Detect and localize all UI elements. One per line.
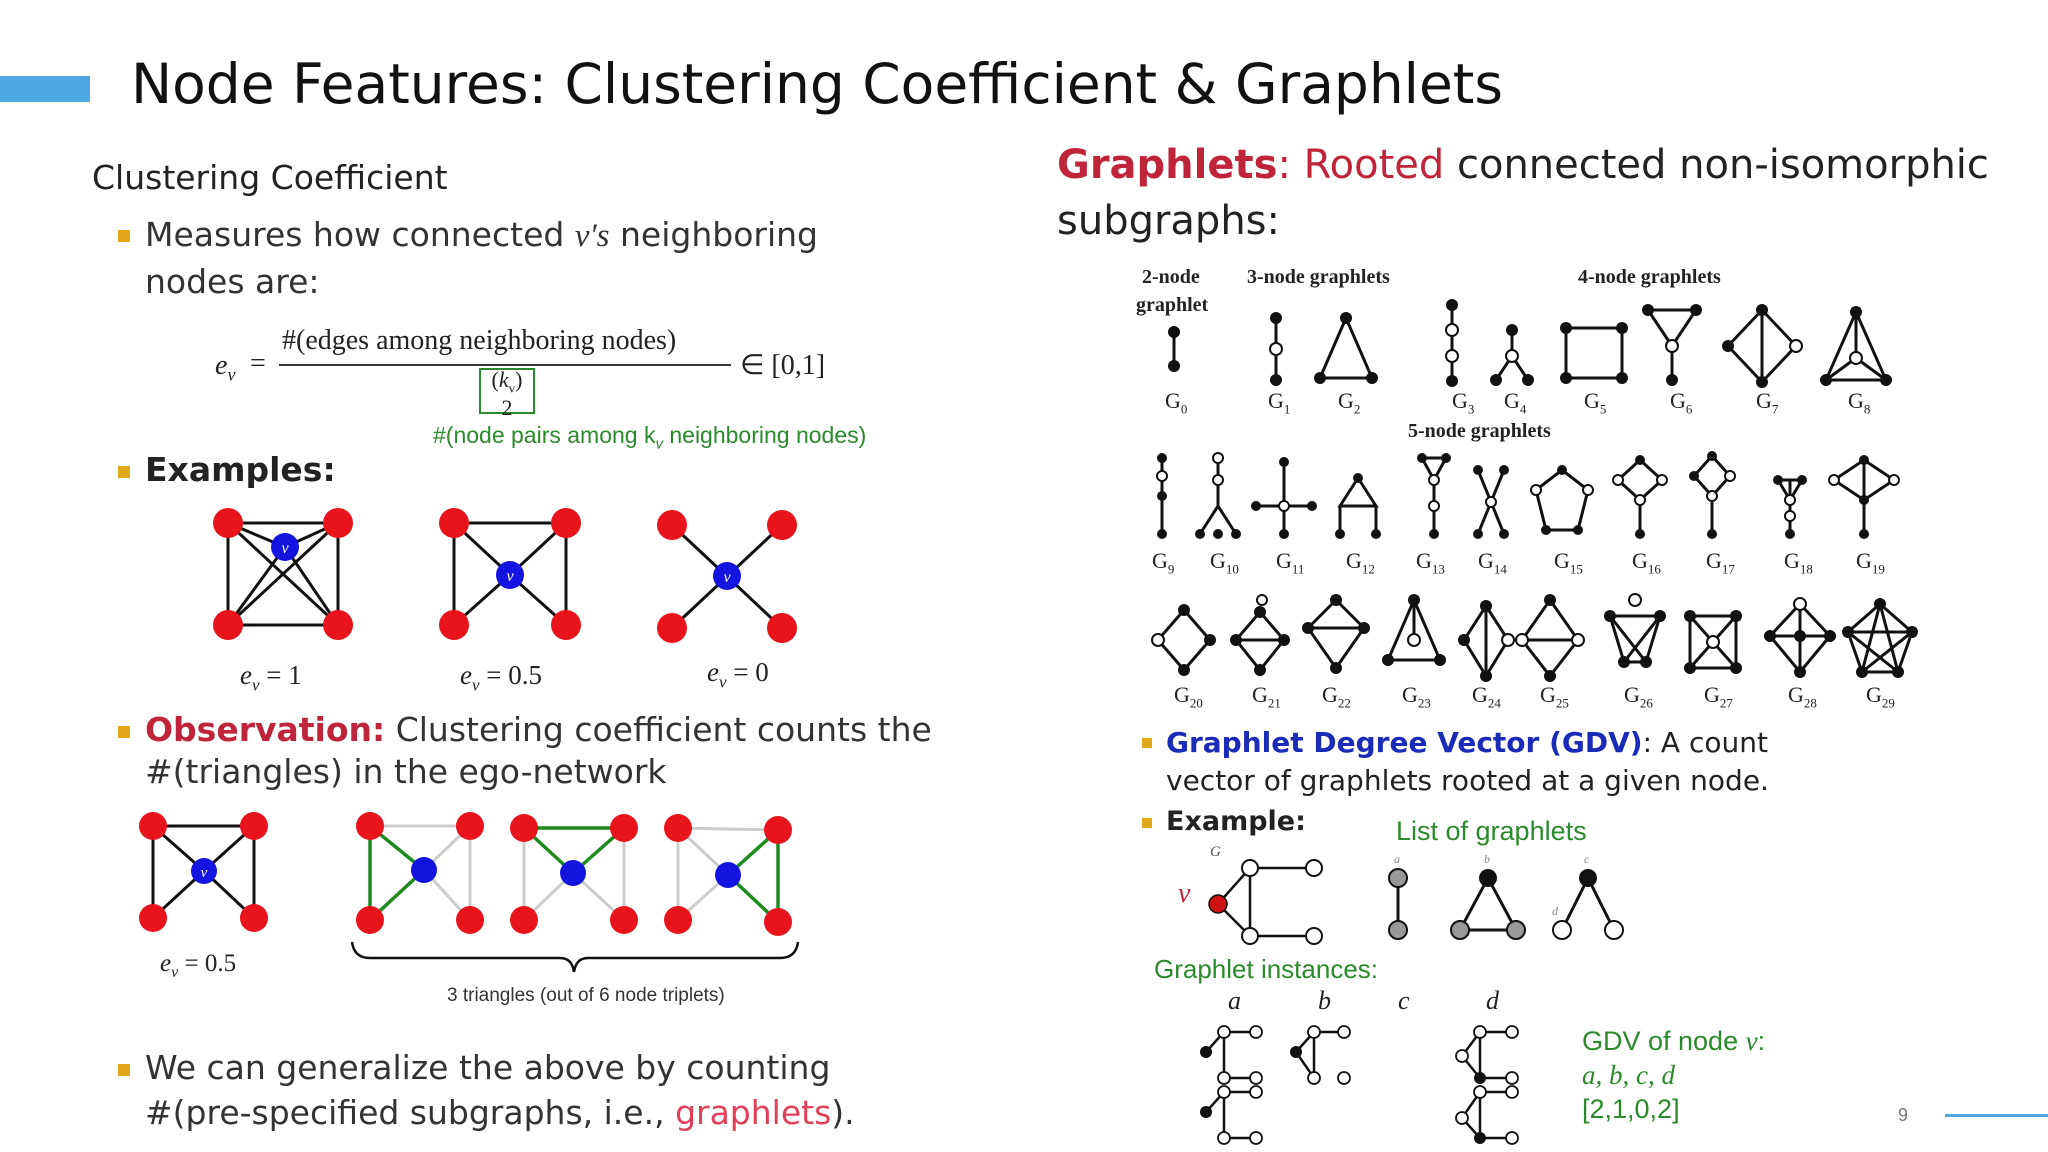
cat-3node: 3-node graphlets <box>1247 266 1390 288</box>
fraction-line <box>279 364 731 366</box>
generalize-text: We can generalize the above by counting <box>145 1048 831 1087</box>
g-label: G11 <box>1276 548 1305 577</box>
generalize-text-cont: #(pre-specified subgraphs, i.e., graphle… <box>145 1093 855 1132</box>
bullet-marker <box>1142 818 1152 828</box>
cat-5node: 5-node graphlets <box>1408 420 1551 442</box>
g-label: G1 <box>1268 388 1291 417</box>
examples-heading: Examples: <box>145 450 336 489</box>
gdv-of-node: GDV of node v: <box>1582 1026 1766 1056</box>
g-label: G19 <box>1856 548 1885 577</box>
g-label: G27 <box>1704 682 1733 711</box>
formula-eq: = <box>250 348 266 379</box>
obs-ev: ev = 0.5 <box>160 950 237 981</box>
instance-letter-a: a <box>1228 986 1241 1015</box>
bullet-marker <box>118 230 130 242</box>
gdv-letters: a, b, c, d <box>1582 1060 1675 1090</box>
svg-text:v: v <box>723 569 731 586</box>
g-label: G3 <box>1452 388 1475 417</box>
instance-letter-c: c <box>1398 986 1410 1015</box>
triangles-caption: 3 triangles (out of 6 node triplets) <box>447 985 725 1006</box>
g-label: G20 <box>1174 682 1203 711</box>
g-label: G7 <box>1756 388 1779 417</box>
svg-text:v: v <box>201 865 208 881</box>
node-v-label: v <box>1178 878 1191 909</box>
formula-numerator: #(edges among neighboring nodes) <box>282 325 677 356</box>
title-accent-bar <box>0 76 90 102</box>
graphlet-letter-b: b <box>1484 852 1490 866</box>
page-number-rule <box>1945 1114 2048 1117</box>
page-number: 9 <box>1898 1105 1909 1125</box>
g-label: G6 <box>1670 388 1693 417</box>
cat-4node: 4-node graphlets <box>1578 266 1721 288</box>
g-label: G29 <box>1866 682 1895 711</box>
svg-text:v: v <box>506 568 514 585</box>
slide-title: Node Features: Clustering Coefficient & … <box>131 52 1504 116</box>
g-label: G25 <box>1540 682 1569 711</box>
g-label: G0 <box>1165 388 1188 417</box>
instance-letter-b: b <box>1318 986 1331 1015</box>
gdv-vector: [2,1,0,2] <box>1582 1094 1680 1124</box>
formula-lhs: ev <box>215 350 236 385</box>
example-label: Example: <box>1166 806 1306 837</box>
graphlets-heading: Graphlets: Rooted connected non-isomorph… <box>1057 142 1989 188</box>
graphlets-heading-cont: subgraphs: <box>1057 198 1280 244</box>
instance-letter-d: d <box>1486 986 1499 1015</box>
observation-text: Observation: Clustering coefficient coun… <box>145 710 932 749</box>
g-label: G13 <box>1416 548 1445 577</box>
bullet-marker <box>1142 738 1152 748</box>
g-label: G12 <box>1346 548 1375 577</box>
g-label: G10 <box>1210 548 1239 577</box>
formula-range: ∈ [0,1] <box>740 350 826 381</box>
g-label: G23 <box>1402 682 1431 711</box>
g-label: G18 <box>1784 548 1813 577</box>
gdv-heading: Graphlet Degree Vector (GDV): A count <box>1166 726 1768 759</box>
g-label: G5 <box>1584 388 1607 417</box>
list-of-graphlets-label: List of graphlets <box>1396 816 1587 846</box>
graph-g-label: G <box>1210 844 1221 860</box>
g-label: G8 <box>1848 388 1871 417</box>
bullet-measures-cont: nodes are: <box>145 262 320 301</box>
example-ev-05: ev = 0.5 <box>460 660 543 695</box>
bullet-marker <box>118 726 130 738</box>
g-label: G14 <box>1478 548 1507 577</box>
g-label: G21 <box>1252 682 1281 711</box>
formula-note: #(node pairs among kv neighboring nodes) <box>433 422 867 453</box>
formula-denominator-box: (kv)2 <box>479 368 535 419</box>
bullet-marker <box>118 1064 130 1076</box>
svg-text:v: v <box>281 540 289 557</box>
g-label: G2 <box>1338 388 1361 417</box>
example-ev-1: ev = 1 <box>240 660 302 695</box>
subtitle-clustering: Clustering Coefficient <box>92 158 448 197</box>
graphlet-letter-d: d <box>1552 904 1558 918</box>
g-label: G4 <box>1504 388 1527 417</box>
g-label: G9 <box>1152 548 1175 577</box>
graphlet-letter-a: a <box>1394 852 1400 866</box>
bullet-measures: Measures how connected v′s neighboring <box>145 215 819 254</box>
gdv-heading-cont: vector of graphlets rooted at a given no… <box>1166 764 1769 797</box>
g-label: G24 <box>1472 682 1501 711</box>
g-label: G15 <box>1554 548 1583 577</box>
g-label: G16 <box>1632 548 1661 577</box>
graphlet-instances-label: Graphlet instances: <box>1154 954 1379 984</box>
g-label: G22 <box>1322 682 1351 711</box>
bullet-marker <box>118 466 130 478</box>
graphlet-letter-c: c <box>1584 852 1590 866</box>
example-ev-0: ev = 0 <box>707 657 769 692</box>
g-label: G26 <box>1624 682 1653 711</box>
observation-text-cont: #(triangles) in the ego-network <box>145 752 667 791</box>
g-label: G28 <box>1788 682 1817 711</box>
cat-2node-b: graphlet <box>1136 294 1209 316</box>
cat-2node: 2-node <box>1142 266 1200 288</box>
g-label: G17 <box>1706 548 1735 577</box>
